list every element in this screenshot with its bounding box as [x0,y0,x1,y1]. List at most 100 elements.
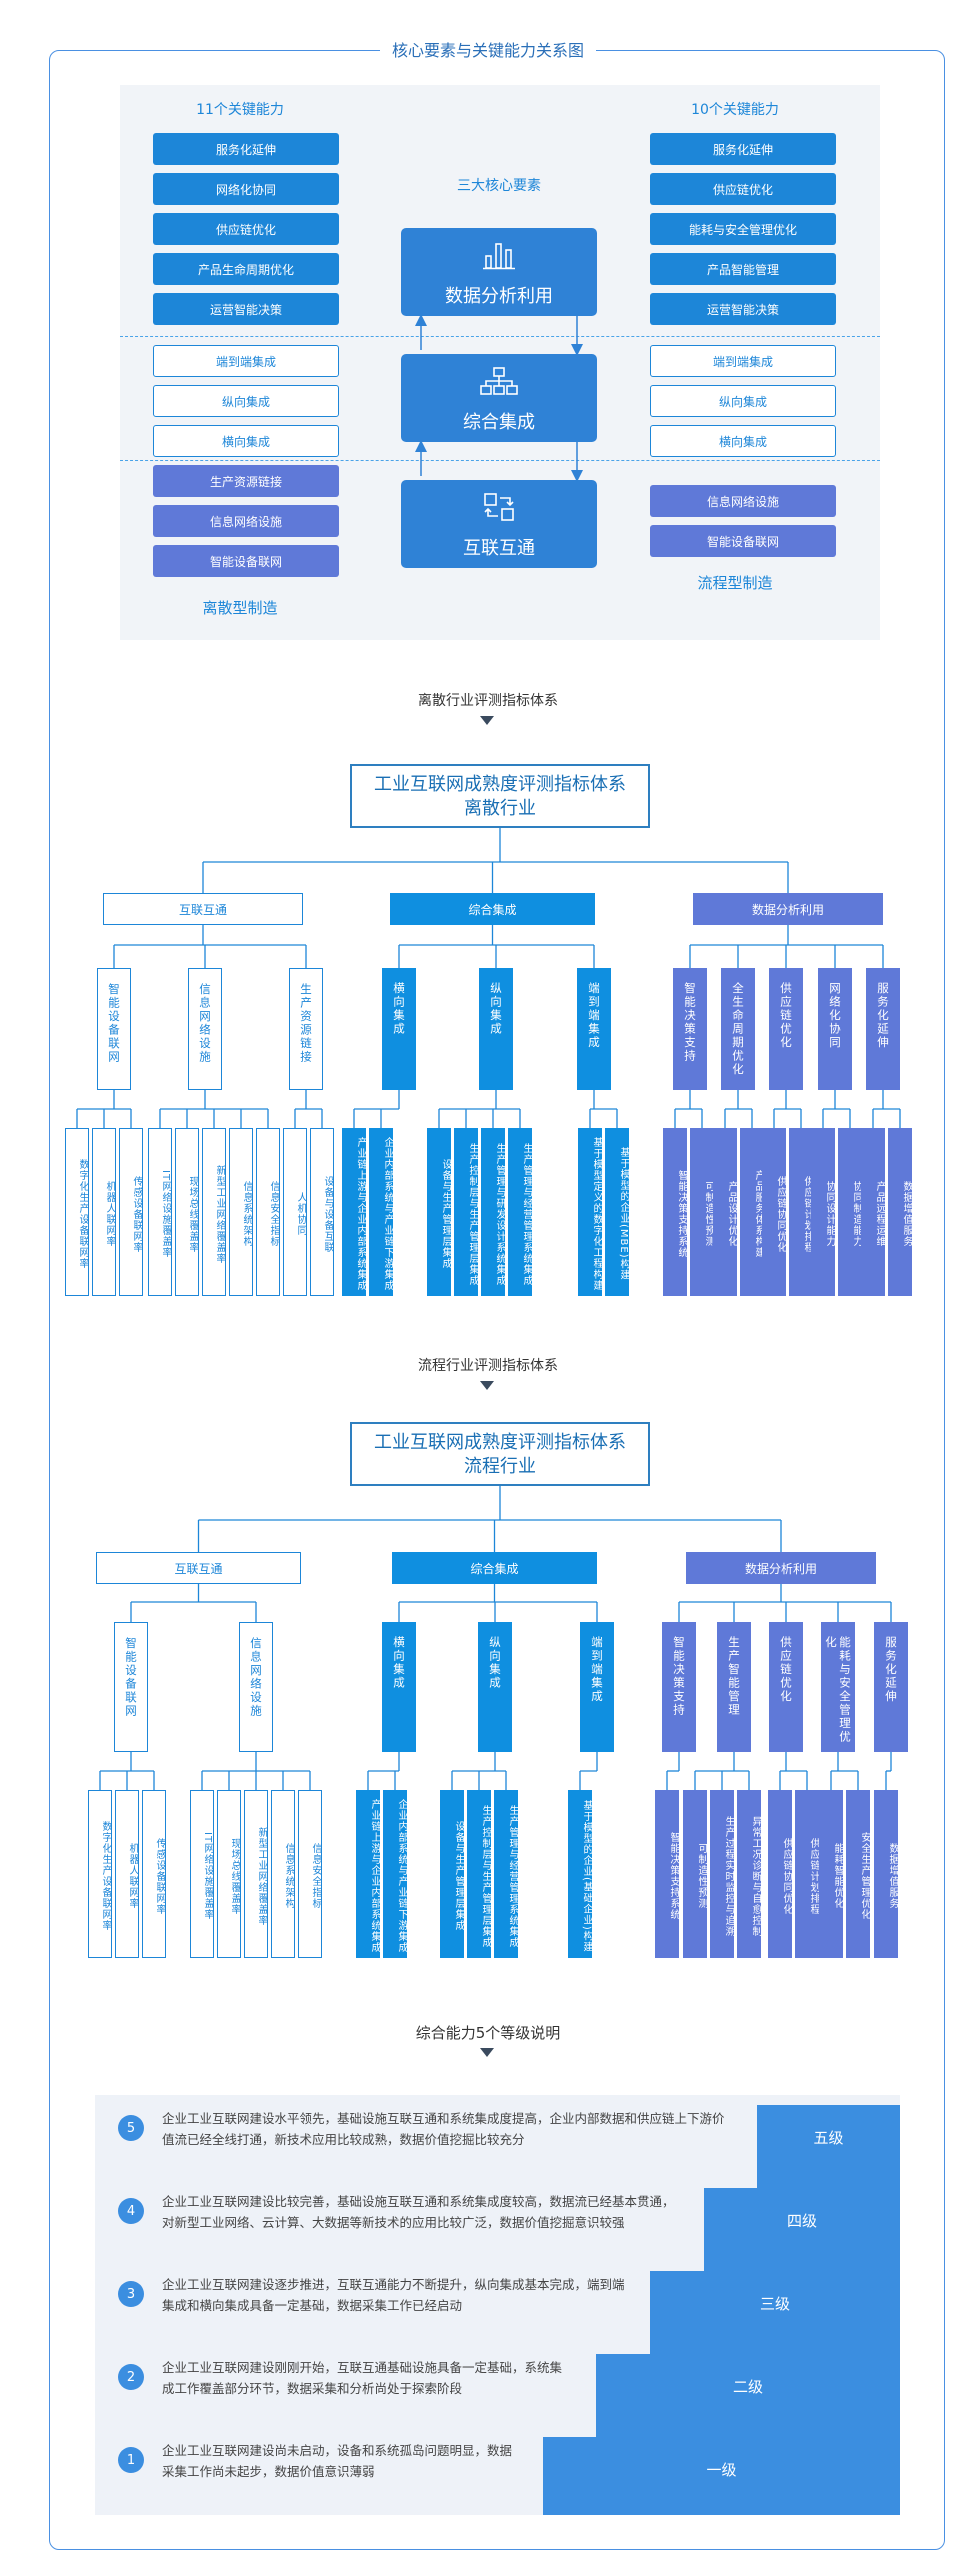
indicator-leaf: 数据增值服务 [888,1128,912,1296]
root-title: 工业互联网成熟度评测指标体系 [374,774,626,795]
capability-box: 信息网络设施 [650,485,836,517]
level2-node: 全生命周期优化 [721,968,755,1090]
indicator-leaf: 基于模型的企业(基础企业)构建 [568,1790,592,1958]
level2-node: 智能决策支持 [673,968,707,1090]
indicator-leaf: 基于模型定义的数字化工程构建 [578,1128,602,1296]
indicator-leaf: 智能决策支持系统 [663,1128,687,1296]
core-interconnection: 互联互通 [401,480,597,568]
indicator-leaf: 基于模型的企业(MBE)构建 [605,1128,629,1296]
indicator-leaf: 信息系统架构 [229,1128,253,1296]
indicator-leaf: 现场总线覆盖率 [217,1790,241,1958]
indicator-leaf: 可制造性预测 [690,1128,714,1296]
capability-box: 产品生命周期优化 [153,253,339,285]
indicator-leaf: 设备与生产管理层集成 [427,1128,451,1296]
core-data-analysis: 数据分析利用 [401,228,597,316]
capability-box: 运营智能决策 [650,293,836,325]
level-number-badge: 3 [118,2281,144,2307]
indicator-leaf: 现场总线覆盖率 [175,1128,199,1296]
capability-box: 服务化延伸 [153,133,339,165]
indicator-leaf: 生产控制层与生产管理层集成 [467,1790,491,1958]
indicator-leaf: 企业内部系统与产业链下游集成 [383,1790,407,1958]
indicator-leaf: 产品远程运维 [861,1128,885,1296]
indicator-leaf: 数字化生产设备联网率 [65,1128,89,1296]
indicator-leaf: 生产管理与经营管理系统集成 [494,1790,518,1958]
indicator-leaf: 设备与设备互联 [310,1128,334,1296]
indicator-leaf: 协同制造能力 [838,1128,862,1296]
indicator-leaf: 生产管理与研发设计系统集成 [481,1128,505,1296]
down-arrow-icon [480,716,494,725]
capability-box: 供应链优化 [650,173,836,205]
capability-box: 服务化延伸 [650,133,836,165]
level-number-badge: 5 [118,2115,144,2141]
left-header: 11个关键能力 [196,102,284,118]
connect-icon [401,492,597,528]
level-number-badge: 2 [118,2364,144,2390]
capability-box: 智能设备联网 [153,545,339,577]
level2-node: 供应链优化 [769,968,803,1090]
hierarchy-icon [401,366,597,402]
level2-node: 信息网络设施 [239,1622,273,1752]
divider-line [120,336,880,337]
level2-node: 横向集成 [382,968,416,1090]
level2-node: 供应链优化 [769,1622,803,1752]
capability-box: 纵向集成 [153,385,339,417]
capability-box: 智能设备联网 [650,525,836,557]
level-step: 一级 [543,2437,900,2515]
capability-box: 生产资源链接 [153,465,339,497]
level1-node: 数据分析利用 [693,893,883,925]
indicator-leaf: 产品服务体系构建 [740,1128,764,1296]
center-header: 三大核心要素 [457,178,541,194]
capability-box: 供应链优化 [153,213,339,245]
indicator-leaf: 新型工业网络覆盖率 [202,1128,226,1296]
process-root: 工业互联网成熟度评测指标体系 流程行业 [350,1422,650,1486]
indicator-leaf: 安全生产管理优化 [846,1790,870,1958]
indicator-leaf: 生产过程实时监控与追溯 [710,1790,734,1958]
divider-line [120,460,880,461]
level2-node: 智能设备联网 [114,1622,148,1752]
indicator-leaf: 新型工业网络覆盖率 [244,1790,268,1958]
capability-box: 端到端集成 [153,345,339,377]
indicator-leaf: 机器人联网率 [92,1128,116,1296]
capability-box: 端到端集成 [650,345,836,377]
capability-box: 产品智能管理 [650,253,836,285]
right-footer: 流程型制造 [697,574,773,592]
discrete-section-label: 离散行业评测指标体系 [418,693,558,709]
indicator-leaf: 传感设备联网率 [119,1128,143,1296]
capability-box: 网络化协同 [153,173,339,205]
core-label: 数据分析利用 [445,286,553,307]
bar-chart-icon [401,240,597,276]
indicator-leaf: 智能决策支持系统 [655,1790,679,1958]
root-title: 工业互联网成熟度评测指标体系 [374,1432,626,1453]
indicator-leaf: 数字化生产设备联网率 [88,1790,112,1958]
indicator-leaf: 信息安全指标 [298,1790,322,1958]
capability-box: 信息网络设施 [153,505,339,537]
indicator-leaf: 供应链协同优化 [762,1128,786,1296]
indicator-leaf: 机器人联网率 [115,1790,139,1958]
level2-node: 能耗与安全管理优化 [821,1622,855,1752]
indicator-leaf: 供应链计划排程 [789,1128,813,1296]
level2-node: 生产资源链接 [289,968,323,1090]
level-description: 企业工业互联网建设逐步推进，互联互通能力不断提升，纵向集成基本完成，端到端集成和… [162,2277,625,2313]
core-integration: 综合集成 [401,354,597,442]
process-section-label: 流程行业评测指标体系 [418,1358,558,1374]
indicator-leaf: 可制造性预测 [683,1790,707,1958]
indicator-leaf: IT网络设施覆盖率 [148,1128,172,1296]
capability-box: 运营智能决策 [153,293,339,325]
level2-node: 横向集成 [382,1622,416,1752]
level1-node: 互联互通 [103,893,303,925]
level-number-badge: 4 [118,2198,144,2224]
indicator-leaf: 人机协同 [283,1128,307,1296]
level2-node: 网络化协同 [818,968,852,1090]
indicator-leaf: 产业链上游与企业内部系统集成 [342,1128,366,1296]
indicator-leaf: 产业链上游与企业内部系统集成 [356,1790,380,1958]
level2-node: 生产智能管理 [717,1622,751,1752]
core-label: 综合集成 [463,412,535,433]
discrete-root: 工业互联网成熟度评测指标体系 离散行业 [350,764,650,828]
indicator-leaf: 传感设备联网率 [142,1790,166,1958]
indicator-leaf: IT网络设施覆盖率 [190,1790,214,1958]
level-description: 企业工业互联网建设刚刚开始，互联互通基础设施具备一定基础，系统集成工作覆盖部分环… [162,2360,563,2396]
indicator-leaf: 供应链计划排程 [795,1790,819,1958]
level-number-badge: 1 [118,2447,144,2473]
level2-node: 服务化延伸 [866,968,900,1090]
level-description: 企业工业互联网建设比较完善，基础设施互联互通和系统集成度较高，数据流已经基本贯通… [162,2194,675,2230]
